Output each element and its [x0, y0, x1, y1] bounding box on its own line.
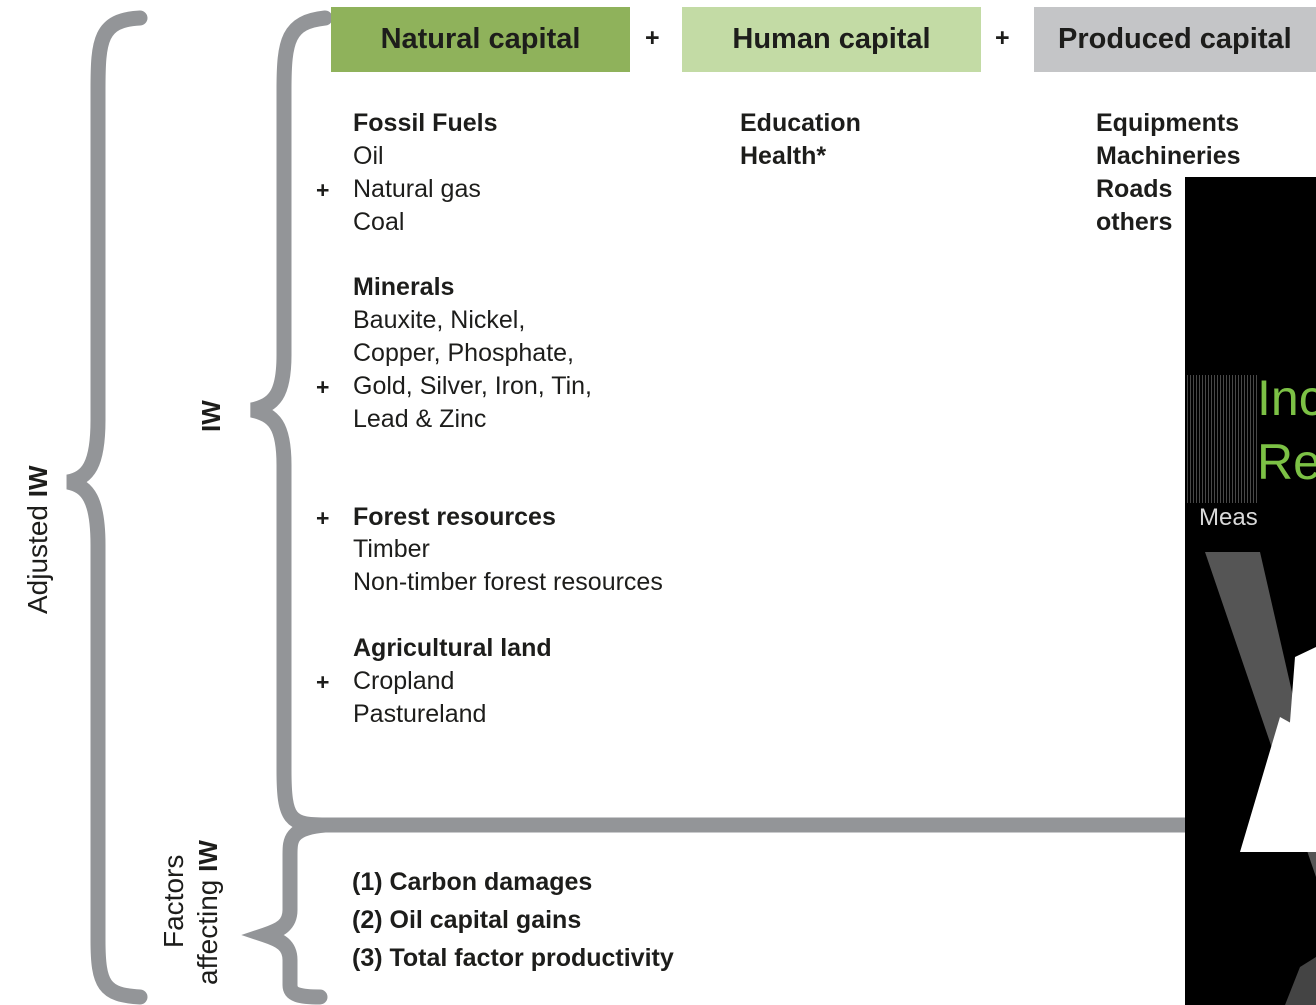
book-cover-image: Inc Re Meas — [1185, 177, 1316, 1005]
factors-label-line1: Factors — [158, 855, 190, 948]
plus-sign: + — [316, 374, 330, 400]
cover-iw-logo — [1205, 552, 1316, 1005]
forest-item: Timber — [353, 535, 430, 563]
plus-sign: + — [645, 24, 660, 52]
fossil-item: Natural gas — [353, 175, 481, 203]
minerals-title: Minerals — [353, 273, 455, 301]
human-item: Education — [740, 109, 861, 137]
plus-sign: + — [316, 177, 330, 203]
affecting-text: affecting — [192, 879, 223, 985]
cover-subtitle: Meas — [1199, 504, 1258, 531]
plus-sign: + — [995, 24, 1010, 52]
iw-symbol: IW — [196, 400, 226, 432]
factors-label-line2: affecting IW — [192, 840, 224, 985]
adjusted-iw-label: Adjusted IW — [22, 465, 54, 614]
factors-text: Factors — [158, 854, 189, 948]
fossil-item: Oil — [353, 142, 384, 170]
iw-symbol: IW — [193, 840, 223, 872]
human-capital-box: Human capital — [682, 7, 981, 72]
human-item: Health* — [740, 142, 827, 170]
iw-label: IW — [196, 400, 227, 432]
agricultural-title: Agricultural land — [353, 634, 552, 662]
natural-capital-label: Natural capital — [380, 23, 581, 55]
agri-item: Pastureland — [353, 700, 487, 728]
factor-item: (1) Carbon damages — [352, 868, 593, 896]
plus-sign: + — [316, 505, 330, 531]
iw-brace — [250, 10, 1193, 833]
factor-item: (2) Oil capital gains — [352, 906, 582, 934]
fossil-item: Coal — [353, 208, 405, 236]
mineral-item: Copper, Phosphate, — [353, 339, 574, 367]
factor-item: (3) Total factor productivity — [352, 944, 674, 972]
cover-title-line2: Re — [1257, 434, 1316, 490]
adjusted-brace — [66, 10, 148, 1005]
mineral-item: Bauxite, Nickel, — [353, 306, 526, 334]
mineral-item: Gold, Silver, Iron, Tin, — [353, 372, 592, 400]
produced-item: Roads — [1096, 175, 1173, 203]
forest-item: Non-timber forest resources — [353, 568, 663, 596]
mineral-item: Lead & Zinc — [353, 405, 487, 433]
human-capital-label: Human capital — [732, 23, 931, 55]
forest-title: Forest resources — [353, 503, 556, 531]
produced-item: Machineries — [1096, 142, 1241, 170]
factors-brace — [241, 817, 333, 1005]
produced-capital-label: Produced capital — [1058, 23, 1292, 55]
adjusted-text: Adjusted — [22, 505, 53, 614]
iw-symbol: IW — [23, 465, 53, 498]
produced-item: others — [1096, 208, 1173, 236]
plus-sign: + — [316, 669, 330, 695]
produced-capital-box: Produced capital — [1034, 7, 1316, 72]
cover-title-line1: Inc — [1257, 370, 1316, 426]
cover-microtext — [1187, 375, 1257, 503]
natural-capital-box: Natural capital — [331, 7, 630, 72]
produced-item: Equipments — [1096, 109, 1240, 137]
agri-item: Cropland — [353, 667, 455, 695]
fossil-fuels-title: Fossil Fuels — [353, 109, 498, 137]
